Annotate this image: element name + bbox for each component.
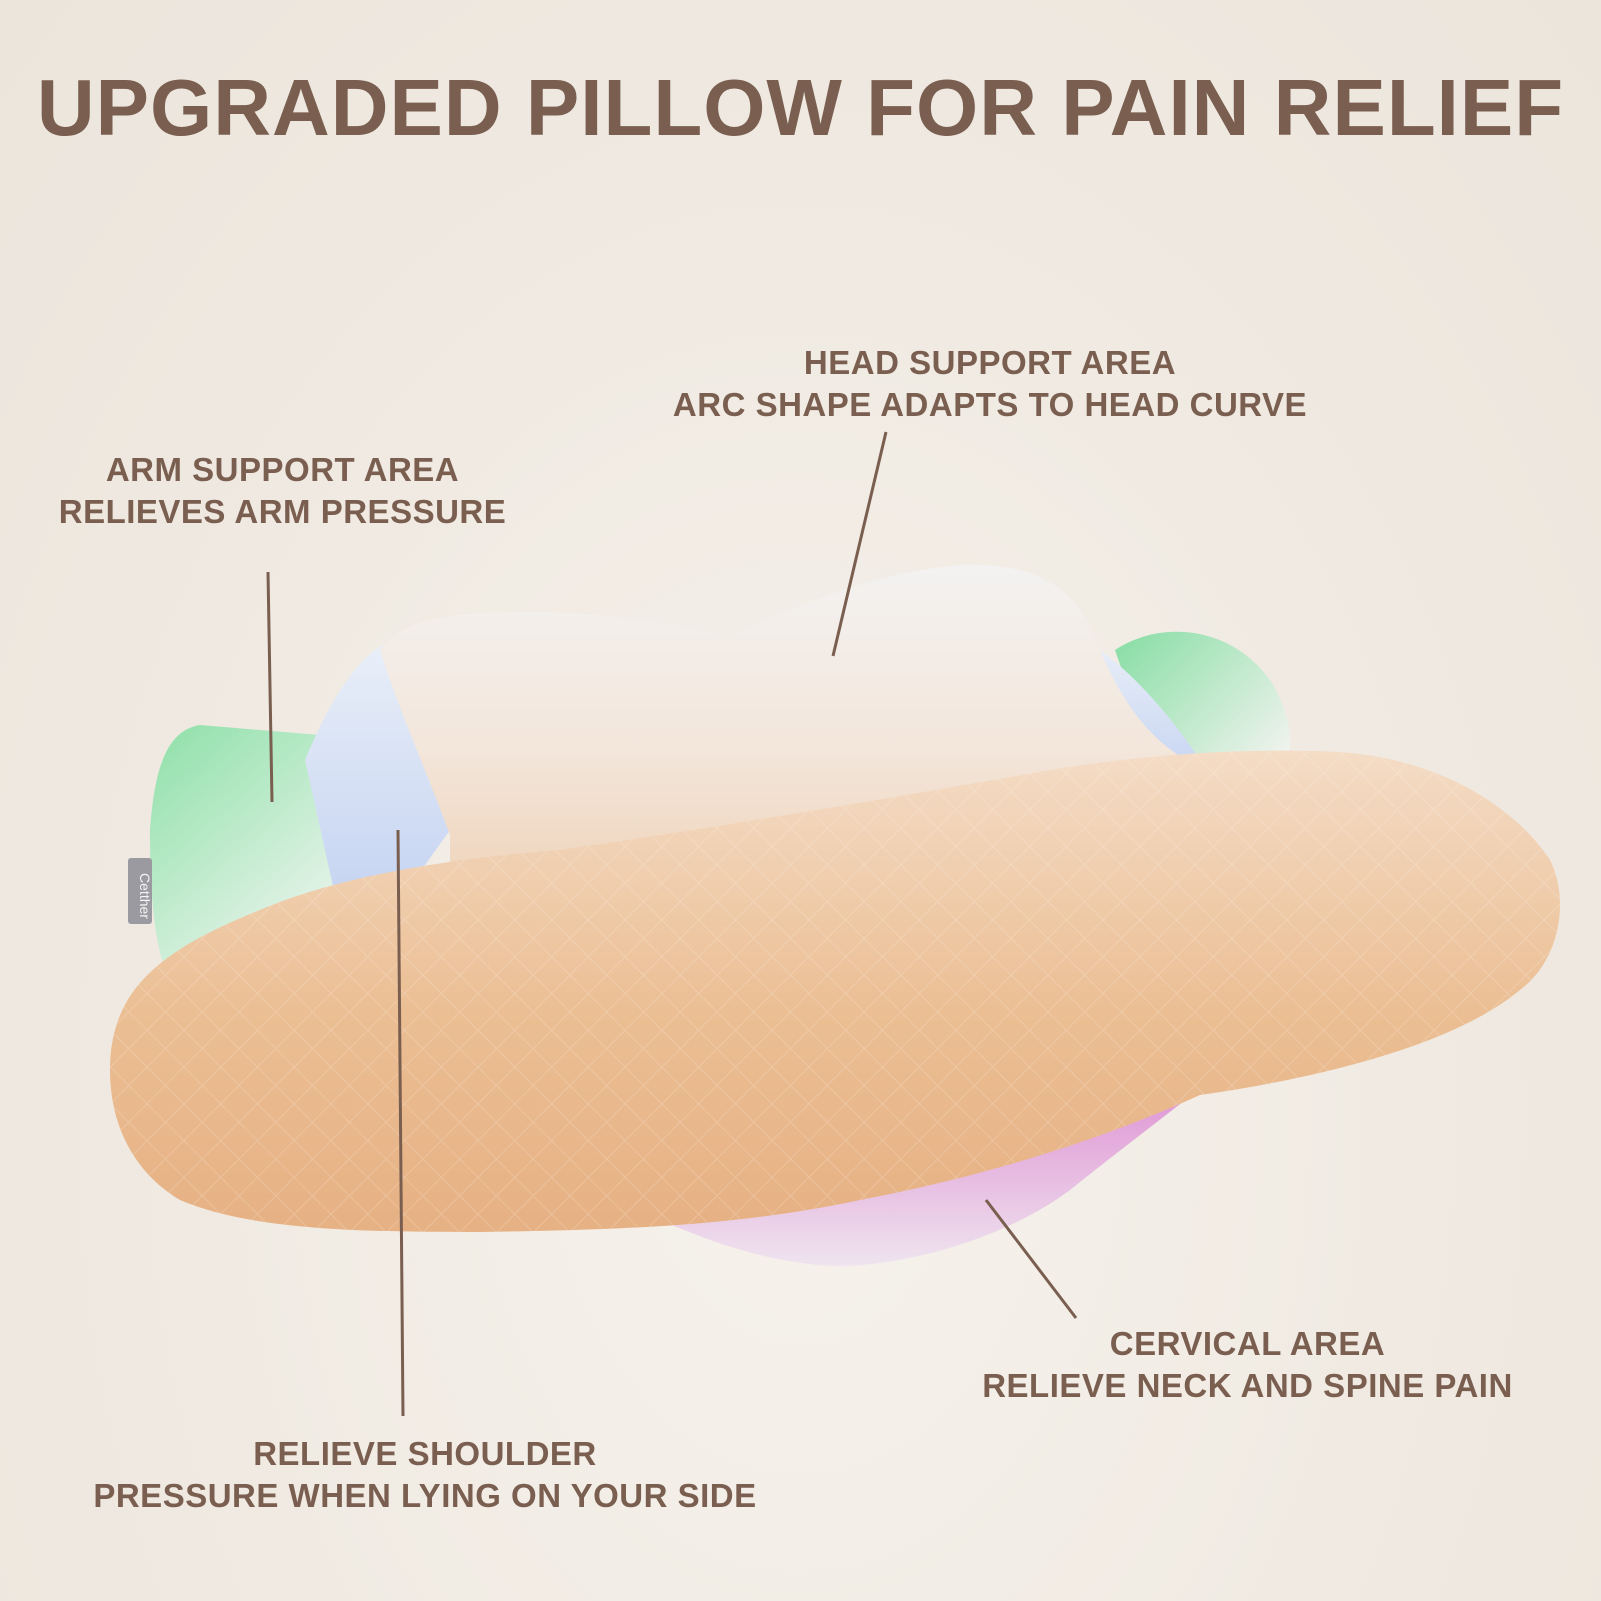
cervical-callout: CERVICAL AREA RELIEVE NECK AND SPINE PAI… <box>950 1323 1545 1407</box>
shoulder-callout-line2: PRESSURE WHEN LYING ON YOUR SIDE <box>93 1477 757 1514</box>
page-title: UPGRADED PILLOW FOR PAIN RELIEF <box>36 63 1565 152</box>
shoulder-callout-line1: RELIEVE SHOULDER <box>253 1435 597 1472</box>
shoulder-leader-line <box>396 829 405 1417</box>
shoulder-callout: RELIEVE SHOULDER PRESSURE WHEN LYING ON … <box>55 1433 795 1517</box>
cervical-callout-line1: CERVICAL AREA <box>1109 1325 1386 1362</box>
cervical-leader-line <box>984 1199 1078 1319</box>
head-callout-line2: ARC SHAPE ADAPTS TO HEAD CURVE <box>672 386 1308 423</box>
head-callout-line1: HEAD SUPPORT AREA <box>803 344 1177 381</box>
head-leader-line <box>831 431 888 657</box>
head-support-callout: HEAD SUPPORT AREA ARC SHAPE ADAPTS TO HE… <box>640 342 1340 426</box>
arm-callout-line1: ARM SUPPORT AREA <box>105 451 460 488</box>
arm-leader-line <box>266 571 274 803</box>
arm-callout-line2: RELIEVES ARM PRESSURE <box>58 493 507 530</box>
brand-tag <box>128 858 152 924</box>
arm-support-callout: ARM SUPPORT AREA RELIEVES ARM PRESSURE <box>30 449 535 533</box>
brand-tag-label: Cetther <box>137 873 153 919</box>
cervical-callout-line2: RELIEVE NECK AND SPINE PAIN <box>982 1367 1513 1404</box>
